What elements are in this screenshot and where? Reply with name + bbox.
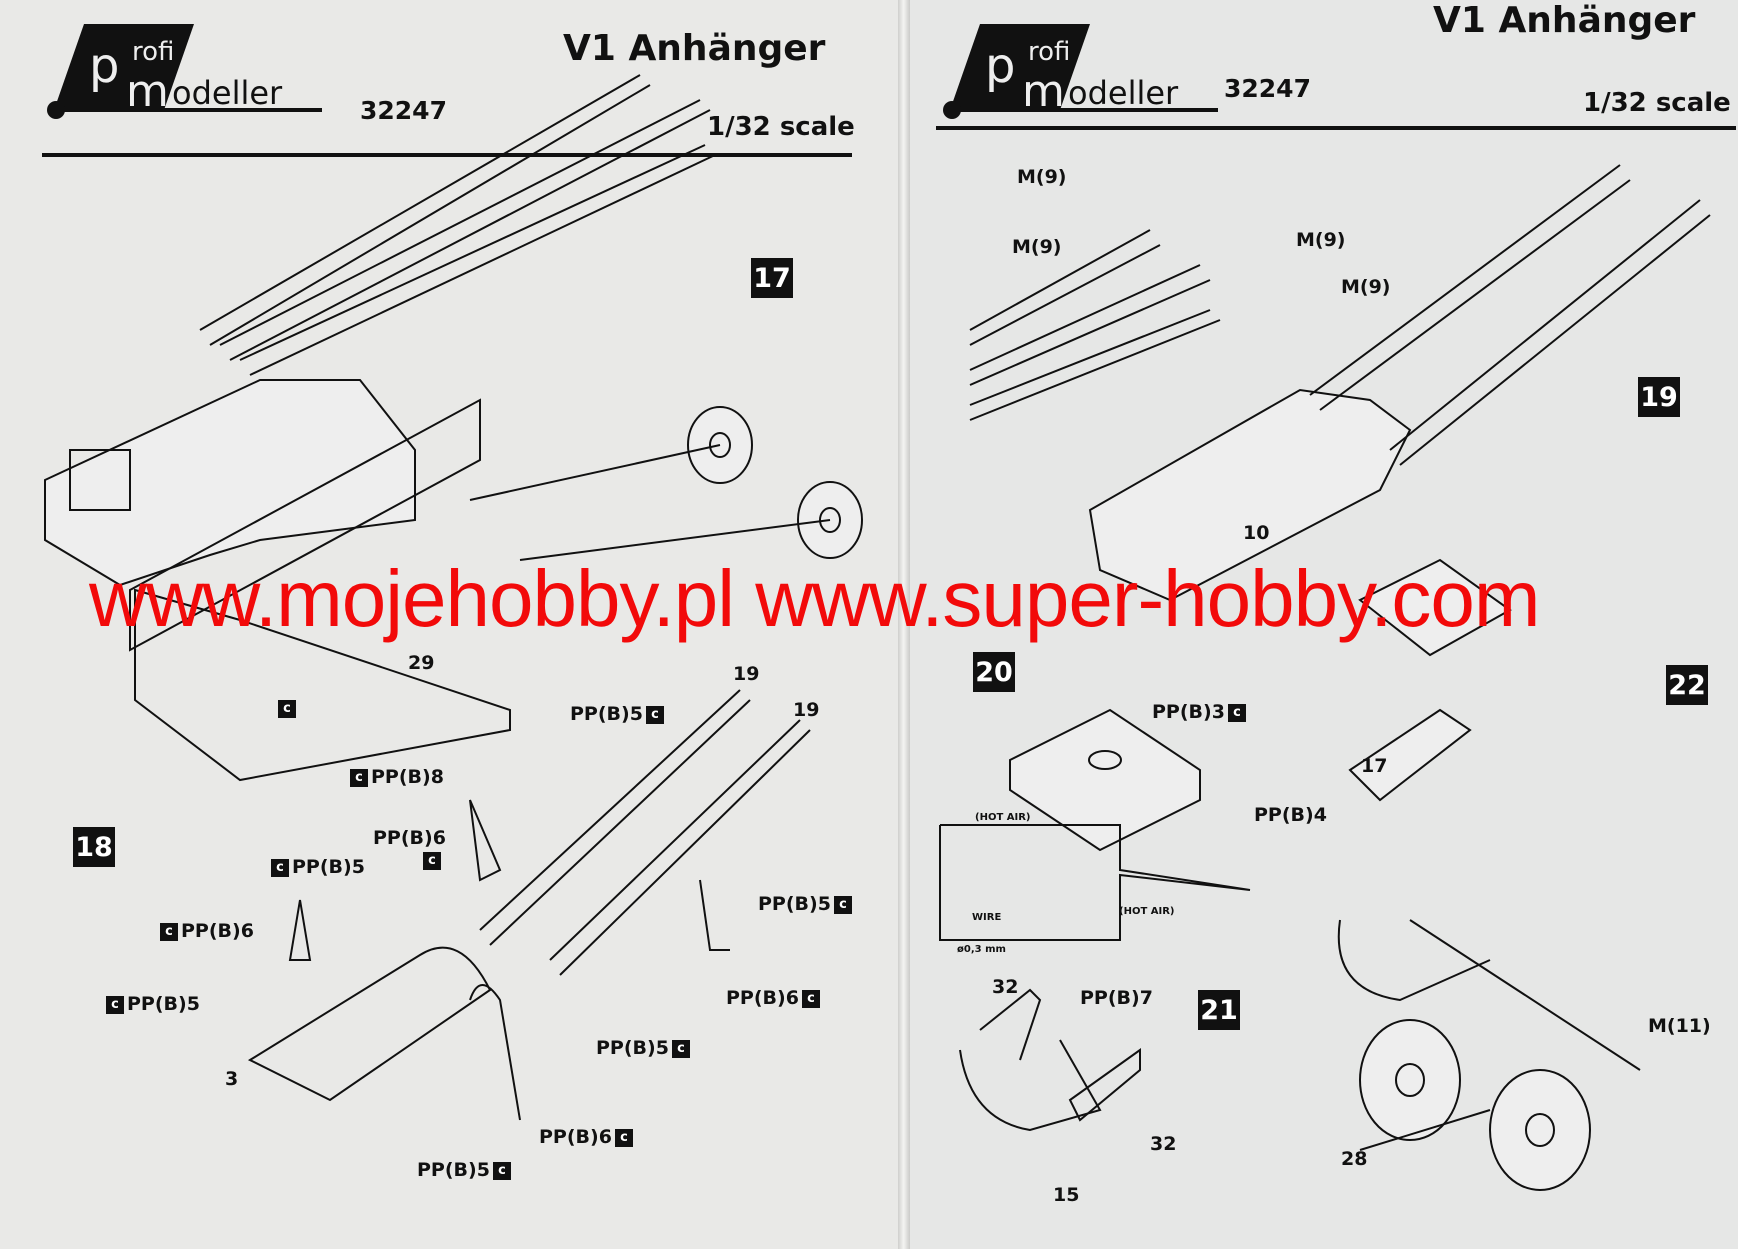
hot-air-note: (HOT AIR) <box>975 812 1031 823</box>
part-pp-b-4: PP(B)4 <box>1254 804 1327 826</box>
page-title: V1 Anhänger <box>1433 0 1696 41</box>
part-28: 28 <box>1341 1148 1368 1170</box>
part-m9: M(9) <box>1296 229 1346 251</box>
svg-text:p: p <box>89 38 119 94</box>
kit-number: 32247 <box>1224 74 1311 103</box>
step-19-marker: 19 <box>1638 377 1680 417</box>
rods <box>199 74 716 376</box>
svg-text:odeller: odeller <box>172 74 283 112</box>
step-18-marker: 18 <box>73 827 115 867</box>
step-17-marker: 17 <box>751 258 793 298</box>
step-20-plate <box>939 708 1251 941</box>
part-m9: M(9) <box>1012 236 1062 258</box>
part-19: 19 <box>733 663 760 685</box>
scale-label: 1/32 scale <box>707 112 855 142</box>
part-m9: M(9) <box>1017 166 1067 188</box>
hot-air-note: (HOT AIR) <box>1119 906 1175 917</box>
step-20-marker: 20 <box>973 652 1015 692</box>
part-17: 17 <box>1361 755 1388 777</box>
part-marker: c <box>278 699 296 718</box>
scale-label: 1/32 scale <box>1583 88 1731 118</box>
part-32: 32 <box>1150 1133 1177 1155</box>
assembly-drawing-steps-19-22 <box>939 164 1711 1191</box>
svg-text:m: m <box>1022 66 1065 117</box>
part-29: 29 <box>408 652 435 674</box>
wheels <box>469 406 863 561</box>
part-3: 3 <box>225 1068 239 1090</box>
kit-number: 32247 <box>360 96 447 125</box>
wire-diameter: ø0,3 mm <box>957 944 1006 955</box>
profi-modeller-logo: p rofi m odeller <box>47 24 322 119</box>
svg-text:odeller: odeller <box>1068 74 1179 112</box>
part-19: 19 <box>793 699 820 721</box>
svg-text:rofi: rofi <box>1028 37 1070 67</box>
part-m9: M(9) <box>1341 276 1391 298</box>
watermark-text: www.mojehobby.pl www.super-hobby.com <box>89 554 1541 643</box>
part-pp-b-7: PP(B)7 <box>1080 987 1153 1009</box>
left-instruction-page: p rofi m odeller 32247 V1 Anhänger 1/32 … <box>0 0 900 1249</box>
header-rule <box>936 126 1736 130</box>
svg-text:rofi: rofi <box>132 37 174 67</box>
chassis <box>1088 164 1711 602</box>
page-title: V1 Anhänger <box>563 28 826 69</box>
step-21-parts <box>959 988 1141 1132</box>
svg-text:m: m <box>126 66 169 117</box>
step-22-parts <box>1337 558 1641 1191</box>
assembly-drawing-steps-17-18 <box>44 74 863 1121</box>
part-10: 10 <box>1243 522 1270 544</box>
chassis <box>44 379 481 652</box>
wire-note: WIRE <box>972 912 1002 923</box>
header-rule <box>42 153 852 157</box>
part-32: 32 <box>992 976 1019 998</box>
page-gutter <box>898 0 912 1249</box>
profi-modeller-logo: p rofi m odeller <box>943 24 1218 119</box>
rods <box>969 229 1221 421</box>
part-marker-wrap: c <box>275 697 299 719</box>
part-m11: M(11) <box>1648 1015 1711 1037</box>
svg-text:p: p <box>985 38 1015 94</box>
step-22-marker: 22 <box>1666 665 1708 705</box>
step-21-marker: 21 <box>1198 990 1240 1030</box>
right-instruction-page: p rofi m odeller 32247 V1 Anhänger 1/32 … <box>910 0 1738 1249</box>
step-18-frame <box>134 588 811 1121</box>
part-15: 15 <box>1053 1184 1080 1206</box>
